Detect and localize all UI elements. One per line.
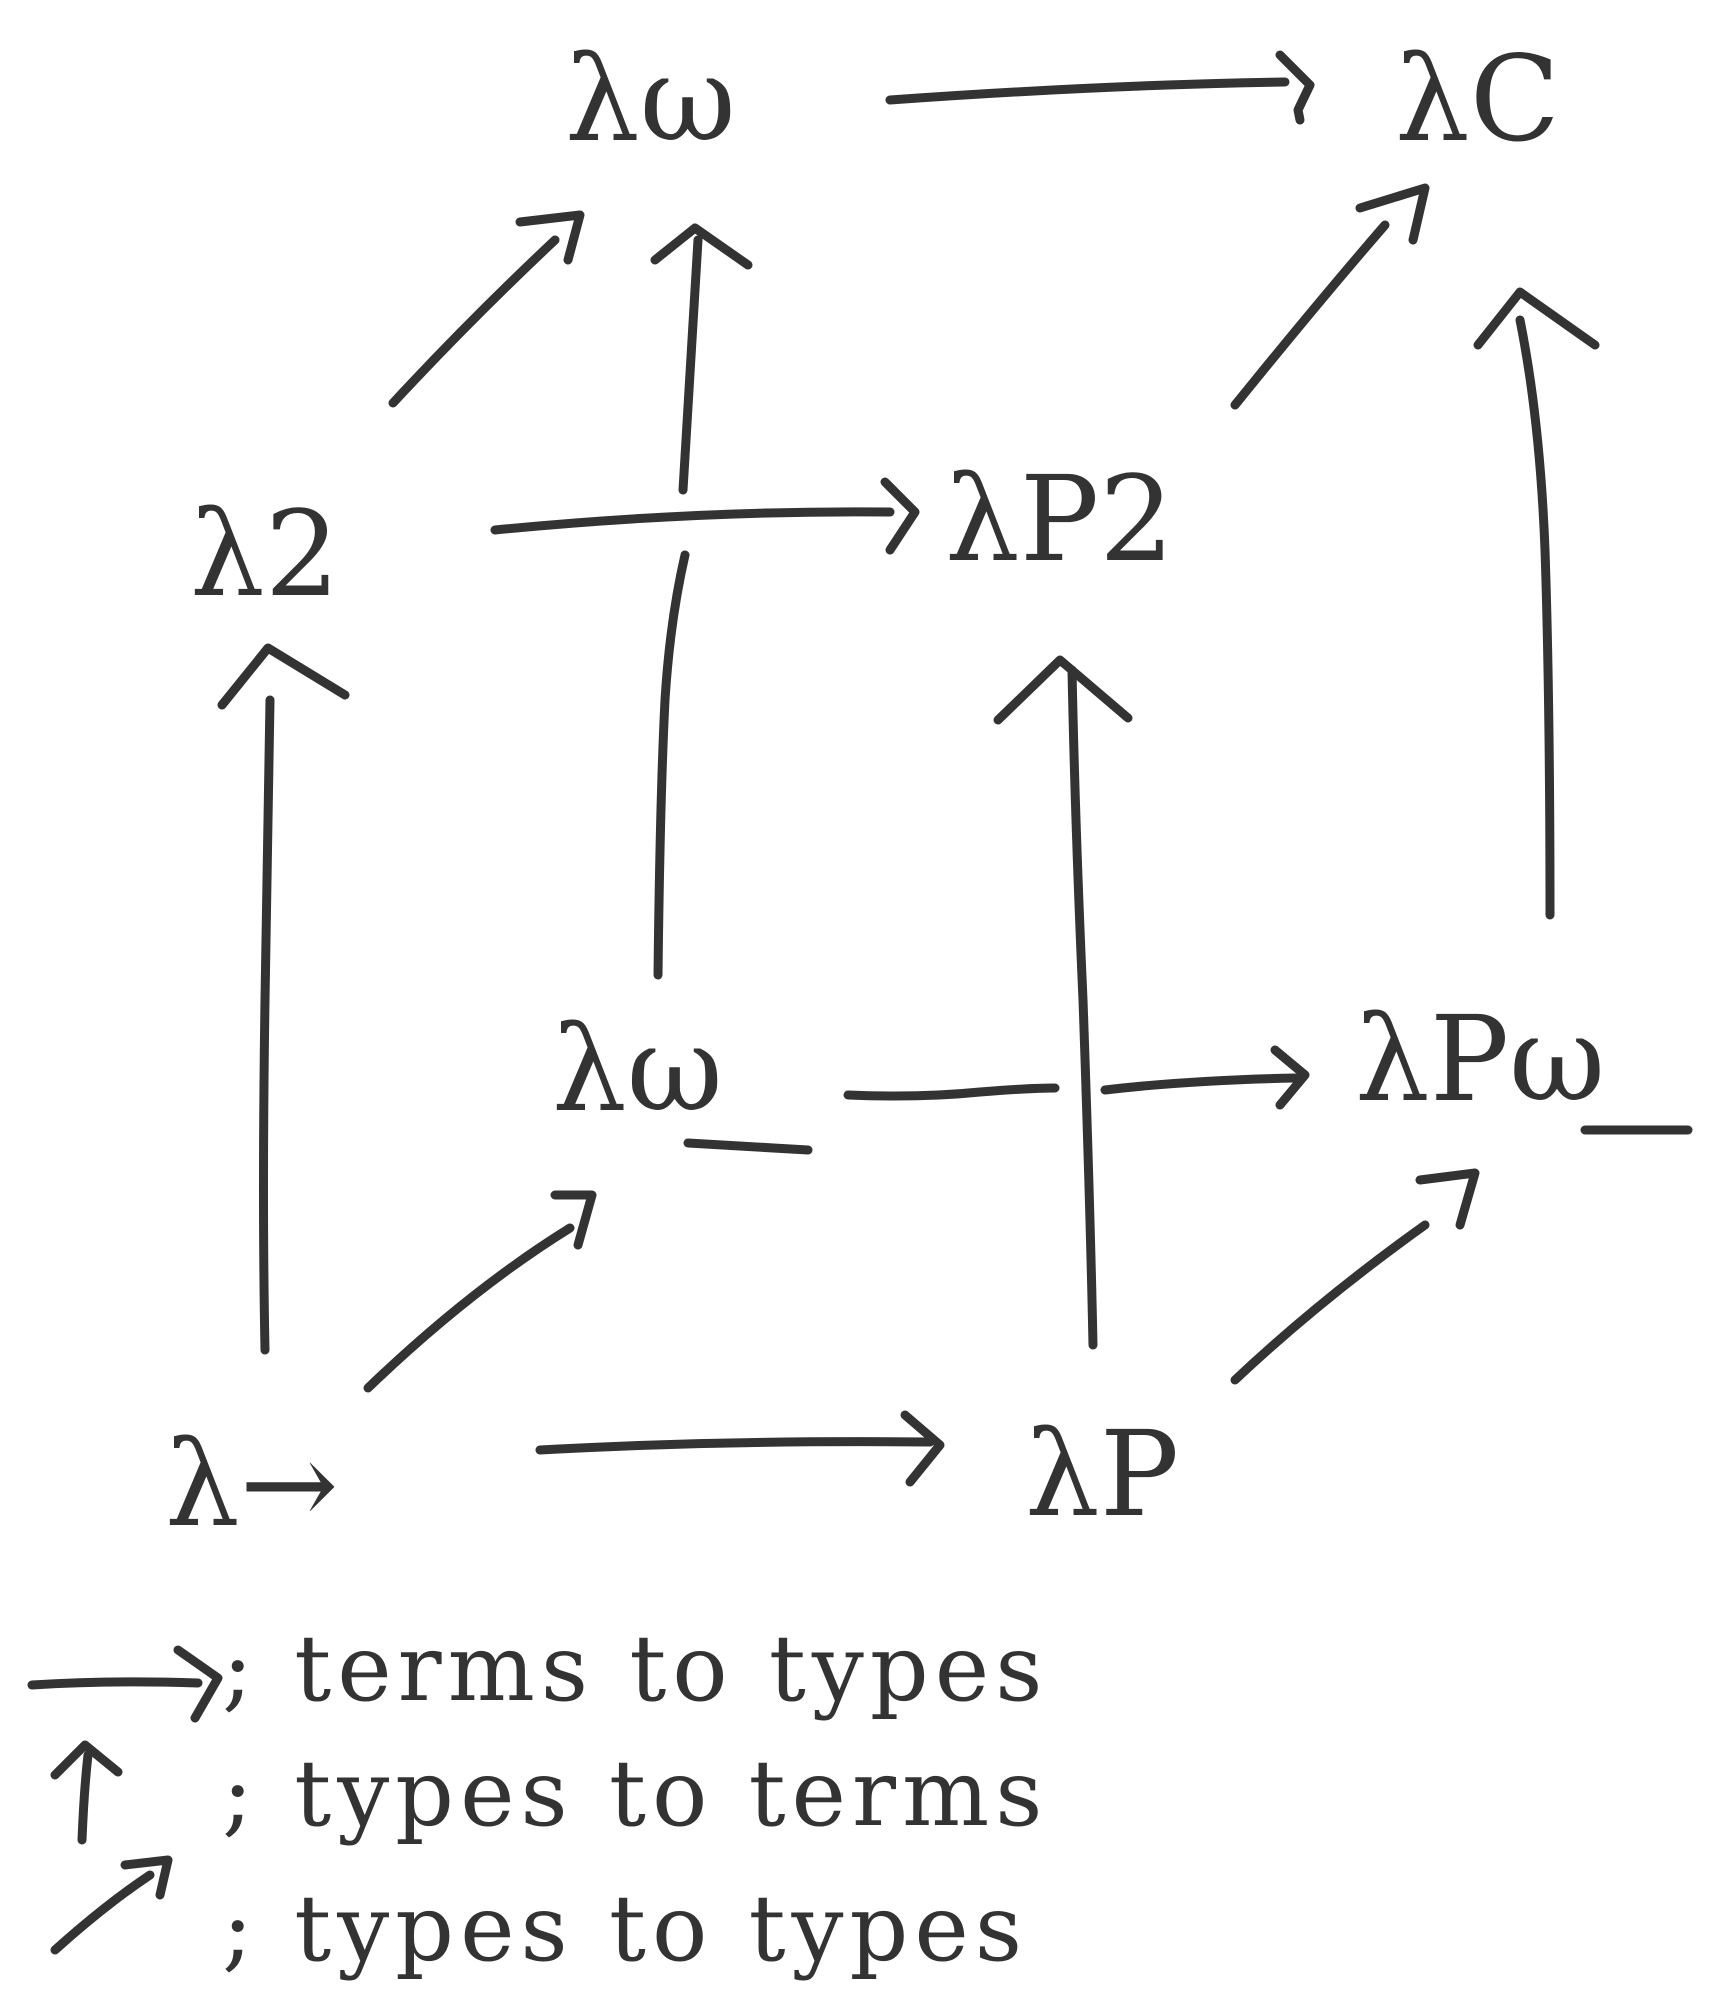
node-lambda-p: λP: [1025, 1405, 1179, 1543]
arrowhead-lambdaomegaunder-diag: [550, 1190, 597, 1250]
edge-lambdaarrow-to-lambda2: [259, 695, 275, 1355]
edge-lambdaPomegaunder-to-lambdaC: [1515, 315, 1555, 920]
arrowhead-lambdaPomegaunder-diag: [1415, 1168, 1480, 1230]
legend-types-to-terms: ; types to terms: [222, 1740, 1048, 1847]
node-lambda-omega: λω: [565, 30, 736, 168]
edge-lambdaP-to-lambdaPomegaunder: [1230, 1220, 1430, 1385]
node-lambda-omega-underline: λω: [552, 1000, 723, 1138]
arrowhead-lambdaC-diag: [1355, 183, 1430, 245]
legend-diagonal-arrowhead: [120, 1855, 173, 1900]
edge-lambda2-to-lambdaomega: [388, 235, 560, 408]
edge-lambda2-to-lambdaP2: [490, 507, 895, 535]
edge-lambdaomega-to-lambdaC: [885, 77, 1290, 105]
arrowhead-lambdaP2: [880, 477, 920, 555]
arrowhead-lambdaP2-up: [993, 655, 1133, 725]
node-lambda-c: λC: [1395, 30, 1560, 168]
arrowhead-lambdaomega-up: [650, 223, 753, 270]
nodes: λω λC λ2 λP2 λω λPω λ→ λP: [165, 30, 1693, 1553]
edge-lambdaomegaunder-to-lambdaomega-upper: [678, 235, 703, 495]
legend-types-to-types: ; types to types: [222, 1875, 1028, 1982]
edge-lambdaarrow-to-lambdaomegaunder: [363, 1223, 575, 1393]
arrowhead-lambdaomega-diag: [515, 210, 585, 265]
arrowhead-lambda2: [217, 643, 350, 710]
edge-lambdaP-to-lambdaP2: [1067, 665, 1098, 1350]
edges: [217, 50, 1600, 1487]
edge-lambdaarrow-to-lambdaP: [535, 1437, 935, 1455]
arrowhead-lambdaP: [900, 1410, 945, 1487]
arrowhead-lambdaC: [1275, 50, 1315, 125]
legend-horizontal-arrow-icon: [27, 1677, 203, 1690]
node-lambda-2: λ2: [190, 485, 340, 623]
arrowhead-lambdaPomegaunder: [1270, 1045, 1310, 1110]
node-lambda-p2: λP2: [945, 450, 1174, 588]
legend-terms-to-types: ; terms to types: [222, 1615, 1048, 1722]
legend: ; terms to types ; types to terms ; type…: [27, 1615, 1048, 1982]
arrowhead-lambdaC-up: [1473, 287, 1600, 350]
edge-lambdaP2-to-lambdaC: [1230, 220, 1390, 410]
omega-underline: [683, 1138, 813, 1155]
legend-vertical-arrowhead: [50, 1740, 123, 1780]
node-lambda-arrow: λ→: [165, 1415, 339, 1553]
legend-diagonal-arrow-icon: [50, 1870, 155, 1955]
edge-lambdaomegaunder-to-lambdaomega-lower: [653, 550, 690, 980]
legend-vertical-arrow-icon: [77, 1750, 93, 1845]
node-lambda-p-omega-underline: λPω: [1355, 990, 1605, 1128]
edge-lambdaomegaunder-to-lambdaPomegaunder-left: [843, 1083, 1060, 1101]
edge-lambdaomegaunder-to-lambdaPomegaunder-right: [1100, 1073, 1300, 1095]
legend-horizontal-arrowhead: [173, 1645, 223, 1723]
